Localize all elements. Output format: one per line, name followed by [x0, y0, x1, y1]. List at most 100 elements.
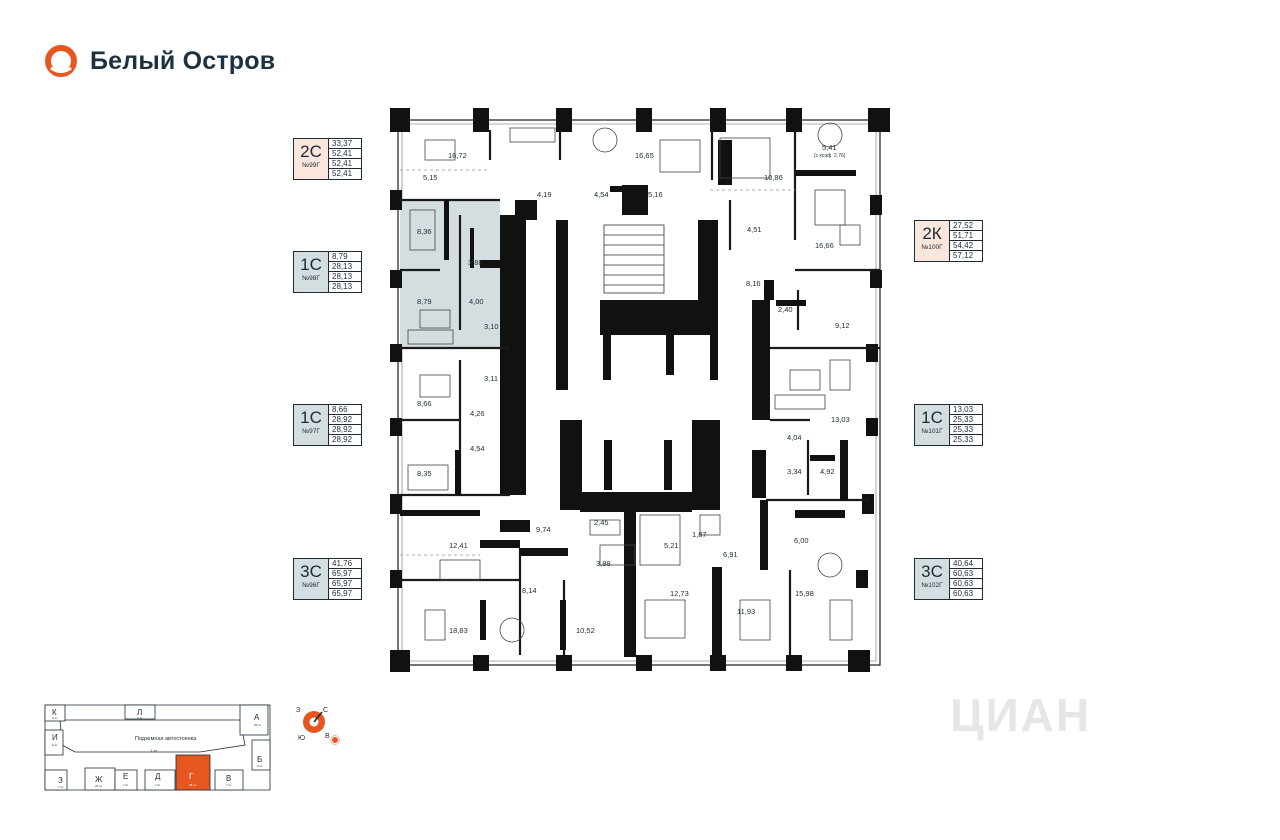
room-labels: 16,72 16,65 5,41 (с коэф. 2,76) 5,15 4,1… [417, 143, 850, 635]
area-value: 41,76 [329, 559, 361, 569]
area-value: 28,92 [332, 435, 353, 444]
thick-walls [400, 170, 856, 650]
area-value: 25,33 [953, 435, 974, 444]
area-value: 28,13 [329, 272, 361, 282]
area-value: 51,71 [950, 231, 982, 241]
area-value: 60,63 [950, 579, 982, 589]
apartment-areas: 33,37 52,41 52,41 52,41 [328, 138, 362, 180]
apartment-type: 3С [300, 562, 322, 581]
area-value: 40,64 [950, 559, 982, 569]
room-label: 4,19 [537, 190, 552, 199]
room-label: 16,66 [815, 241, 834, 250]
apartment-number: №102Г [921, 582, 943, 589]
apartment-type: 2К [922, 224, 942, 243]
apartment-boundaries [400, 169, 795, 556]
room-label: 3,10 [484, 322, 499, 331]
watermark: ЦИАН [950, 689, 1092, 741]
apartment-legend-102[interactable]: 3С №102Г 40,64 60,63 60,63 60,63 [914, 558, 984, 600]
apartment-type-box: 1С №97Г [293, 404, 329, 446]
room-label: 13,03 [831, 415, 850, 424]
apartment-type-box: 3С №96Г [293, 558, 329, 600]
room-label: 3,11 [484, 374, 498, 383]
apartment-areas: 13,03 25,33 25,33 25,33 [949, 404, 983, 446]
room-label: 6,91 [723, 550, 738, 559]
room-label: 9,74 [536, 525, 551, 534]
area-value: 28,92 [329, 425, 361, 435]
room-label: 15,98 [795, 589, 814, 598]
area-value: 13,03 [950, 405, 982, 415]
area-value: 65,97 [332, 589, 353, 598]
apartment-areas: 8,66 28,92 28,92 28,92 [328, 404, 362, 446]
apartment-type: 1С [300, 408, 322, 427]
apartment-type: 3С [921, 562, 943, 581]
area-value: 8,66 [329, 405, 361, 415]
apartment-type: 1С [921, 408, 943, 427]
area-value: 54,42 [950, 241, 982, 251]
room-label: 3,88 [468, 258, 483, 267]
area-value: 25,33 [950, 425, 982, 435]
room-label: (с коэф. 2,76) [814, 153, 846, 159]
room-label: 2,45 [594, 518, 609, 527]
area-value: 33,37 [329, 139, 361, 149]
apartment-legend-101[interactable]: 1С №101Г 13,03 25,33 25,33 25,33 [914, 404, 984, 446]
apartment-type-box: 2С №99Г [293, 138, 329, 180]
area-value: 25,33 [950, 415, 982, 425]
room-label: 8,79 [417, 297, 432, 306]
room-label: 8,16 [746, 279, 761, 288]
room-label: 10,52 [576, 626, 595, 635]
apartment-areas: 40,64 60,63 60,63 60,63 [949, 558, 983, 600]
room-label: 4,00 [469, 297, 484, 306]
apartment-legend-99[interactable]: 2С №99Г 33,37 52,41 52,41 52,41 [293, 138, 363, 180]
area-value: 52,41 [329, 149, 361, 159]
room-label: 8,66 [417, 399, 432, 408]
apartment-areas: 8,79 28,13 28,13 28,13 [328, 251, 362, 293]
apartment-type-box: 1С №98Г [293, 251, 329, 293]
room-label: 12,73 [670, 589, 689, 598]
apartment-legend-100[interactable]: 2К №100Г 27,52 51,71 54,42 57,12 [914, 220, 984, 262]
apartment-legend-98[interactable]: 1С №98Г 8,79 28,13 28,13 28,13 [293, 251, 363, 293]
room-label: 6,00 [794, 536, 809, 545]
room-label: 8,14 [522, 586, 537, 595]
area-value: 52,41 [329, 159, 361, 169]
apartment-type-box: 2К №100Г [914, 220, 950, 262]
apartment-areas: 27,52 51,71 54,42 57,12 [949, 220, 983, 262]
area-value: 65,97 [329, 579, 361, 589]
brand-logo[interactable]: Белый Остров [44, 44, 275, 78]
area-value: 57,12 [953, 251, 974, 260]
room-label: 4,04 [787, 433, 802, 442]
apartment-areas: 41,76 65,97 65,97 65,97 [328, 558, 362, 600]
room-label: 5,21 [664, 541, 679, 550]
apartment-type-box: 3С №102Г [914, 558, 950, 600]
furniture [407, 122, 861, 643]
room-label: 1,87 [692, 530, 707, 539]
room-label: 16,65 [635, 151, 654, 160]
area-value: 28,92 [329, 415, 361, 425]
apartment-legend-96[interactable]: 3С №96Г 41,76 65,97 65,97 65,97 [293, 558, 363, 600]
area-value: 60,63 [953, 589, 974, 598]
room-label: 5,15 [423, 173, 438, 182]
area-value: 52,41 [332, 169, 353, 178]
area-value: 28,13 [332, 282, 353, 291]
room-label: 8,35 [417, 469, 432, 478]
area-value: 8,79 [329, 252, 361, 262]
room-label: 4,26 [470, 409, 485, 418]
staircase [603, 224, 665, 294]
apartment-number: №99Г [302, 162, 320, 169]
apartment-number: №97Г [302, 428, 320, 435]
brand-logo-icon [45, 45, 77, 77]
apartment-type: 2С [300, 142, 322, 161]
room-label: 18,83 [449, 626, 468, 635]
room-label: 4,54 [470, 444, 485, 453]
room-label: 12,41 [449, 541, 468, 550]
apartment-legend-97[interactable]: 1С №97Г 8,66 28,92 28,92 28,92 [293, 404, 363, 446]
room-label: 5,41 [822, 143, 837, 152]
apartment-type: 1С [300, 255, 322, 274]
apartment-number: №101Г [921, 428, 943, 435]
room-label: 3,34 [787, 467, 802, 476]
area-value: 65,97 [329, 569, 361, 579]
room-label: 5,16 [648, 190, 663, 199]
apartment-number: №100Г [921, 244, 943, 251]
area-value: 60,63 [950, 569, 982, 579]
room-label: 8,36 [417, 227, 432, 236]
